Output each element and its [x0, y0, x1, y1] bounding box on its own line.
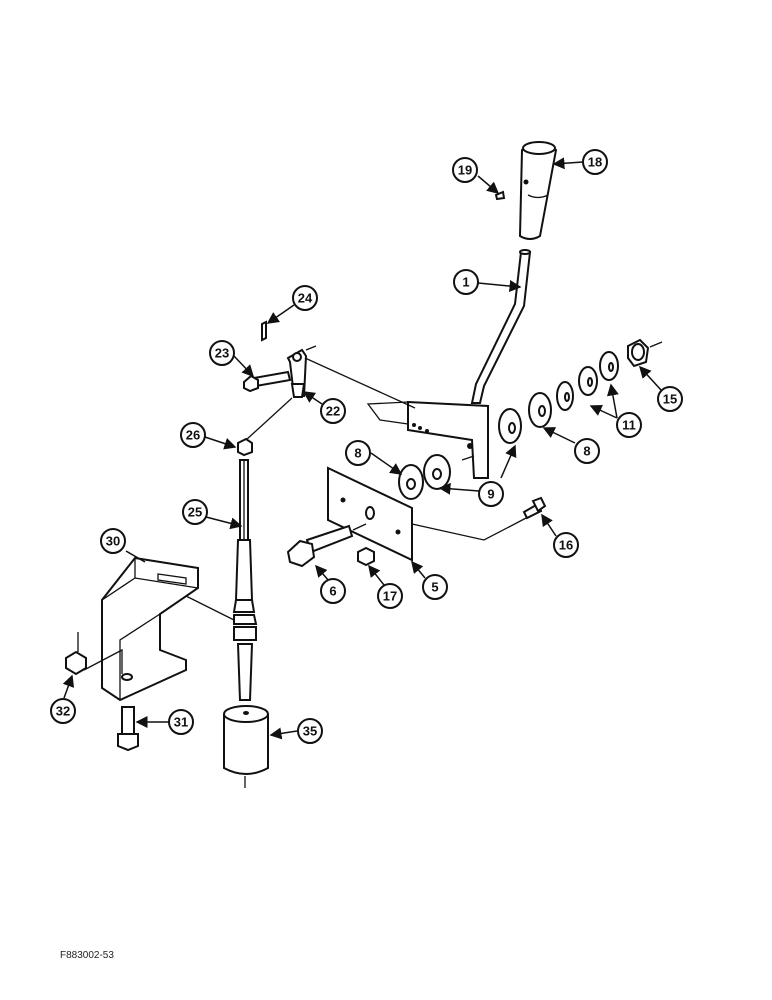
bracket-nut — [65, 650, 87, 676]
svg-text:9: 9 — [487, 487, 494, 502]
shift-knob — [518, 141, 558, 240]
washers — [498, 351, 619, 444]
cotter-pin — [261, 320, 267, 342]
rod-weight — [223, 705, 269, 788]
knob-pin — [494, 190, 506, 201]
svg-text:32: 32 — [56, 704, 70, 719]
svg-text:1: 1 — [462, 275, 469, 290]
callout-35: 35 — [297, 718, 323, 744]
svg-text:6: 6 — [329, 584, 336, 599]
nut — [357, 546, 375, 567]
callout-25: 25 — [182, 499, 208, 525]
fork-bolt — [243, 370, 292, 393]
svg-text:17: 17 — [383, 589, 397, 604]
svg-text:25: 25 — [188, 505, 202, 520]
callout-8-right: 8 — [574, 438, 600, 464]
clevis-fork — [286, 348, 308, 398]
svg-text:15: 15 — [663, 392, 677, 407]
svg-text:16: 16 — [559, 538, 573, 553]
svg-text:8: 8 — [354, 446, 361, 461]
callout-1: 1 — [453, 269, 479, 295]
callout-9: 9 — [478, 481, 504, 507]
callout-31: 31 — [168, 709, 194, 735]
callout-26: 26 — [180, 422, 206, 448]
callout-6: 6 — [320, 578, 346, 604]
svg-text:11: 11 — [622, 418, 636, 433]
svg-text:18: 18 — [588, 155, 602, 170]
mounting-bracket — [101, 556, 199, 702]
callouts: 19 18 1 24 23 22 15 26 11 8 9 8 25 16 30… — [50, 149, 683, 744]
rod-nut — [237, 437, 253, 457]
callout-15: 15 — [657, 386, 683, 412]
callout-16: 16 — [553, 532, 579, 558]
hex-bolt — [286, 524, 354, 568]
shift-rod — [232, 459, 258, 701]
figure-code: F883002-53 — [60, 950, 114, 961]
svg-text:31: 31 — [174, 715, 188, 730]
leader-lines — [62, 157, 662, 740]
callout-18: 18 — [582, 149, 608, 175]
svg-text:24: 24 — [298, 291, 313, 306]
svg-text:22: 22 — [326, 404, 340, 419]
svg-text:19: 19 — [458, 163, 472, 178]
svg-text:26: 26 — [186, 428, 200, 443]
svg-text:30: 30 — [106, 534, 120, 549]
callout-17: 17 — [377, 583, 403, 609]
callout-32: 32 — [50, 698, 76, 724]
svg-text:23: 23 — [215, 346, 229, 361]
bracket-plate — [327, 466, 413, 562]
callout-22: 22 — [320, 398, 346, 424]
lock-nut — [627, 338, 650, 368]
callout-5: 5 — [422, 574, 448, 600]
callout-8-left: 8 — [345, 440, 371, 466]
callout-24: 24 — [292, 285, 318, 311]
svg-text:8: 8 — [583, 444, 590, 459]
callout-23: 23 — [209, 340, 235, 366]
callout-19: 19 — [452, 157, 478, 183]
shift-lever — [407, 249, 532, 479]
svg-text:5: 5 — [431, 580, 438, 595]
spacer-washers — [398, 454, 451, 500]
svg-text:35: 35 — [303, 724, 317, 739]
callout-30: 30 — [100, 528, 126, 554]
small-bolt — [522, 496, 547, 520]
callout-11: 11 — [616, 412, 642, 438]
bracket-bolt — [117, 706, 139, 752]
